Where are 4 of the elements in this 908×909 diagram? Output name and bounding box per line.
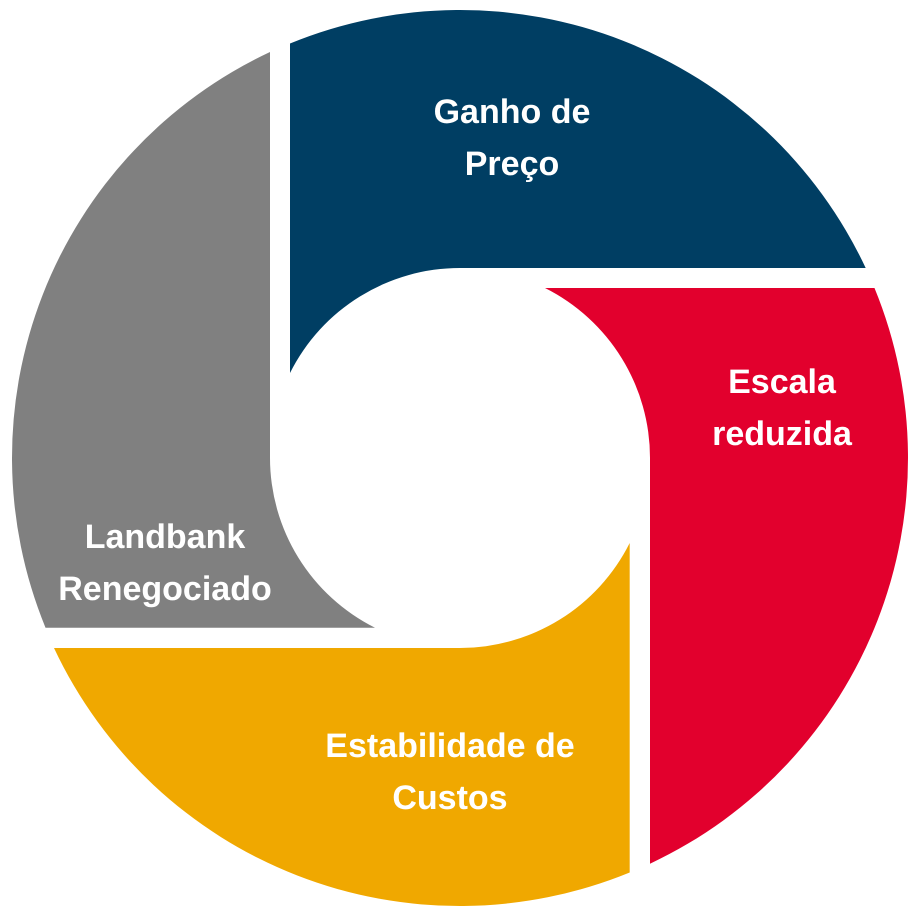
segment-label: Escala reduzida (711, 362, 854, 455)
segment-label: Estabilidade de Custos (324, 726, 576, 819)
segment-label: Landbank Renegociado (57, 516, 273, 610)
segment-label: Ganho de Preço (432, 92, 592, 185)
